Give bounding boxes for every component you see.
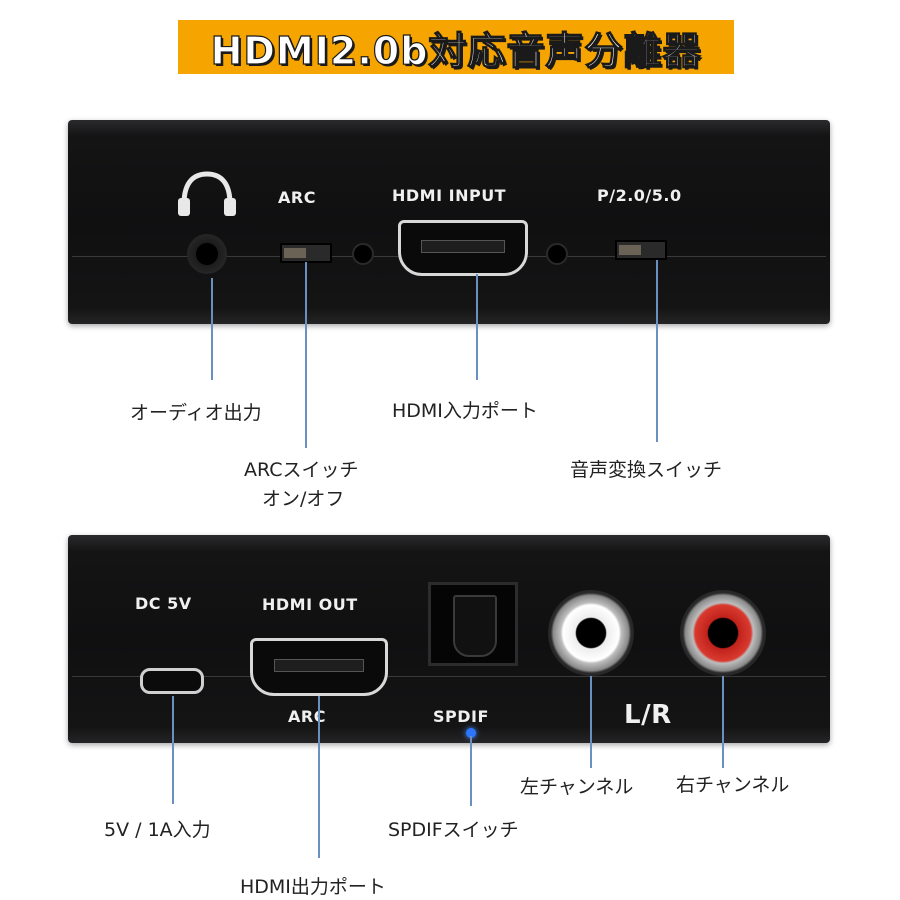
spdif-label: SPDIF [433,707,489,726]
micro-usb-port [140,668,204,694]
front-led-left [352,243,374,265]
callout-line-spdif [470,736,472,806]
front-arc-label: ARC [278,188,316,207]
hdmi-input-port [398,220,528,276]
dc-5v-label: DC 5V [135,594,192,613]
arc-switch[interactable] [280,243,332,263]
callout-line-arc-switch [305,262,307,448]
callout-hdmi-input-port: HDMI入力ポート [392,400,538,422]
callout-left-channel: 左チャンネル [520,776,634,798]
pcm-mode-label: P/2.0/5.0 [597,186,682,205]
callout-power-input: 5V / 1A入力 [104,819,211,841]
rear-arc-label: ARC [288,707,326,726]
headphone-icon [178,171,236,216]
lr-label: L/R [624,700,672,730]
callout-spdif-switch: SPDIFスイッチ [388,819,519,841]
callout-line-left-channel [590,676,592,768]
rear-panel-seam [72,676,826,677]
front-led-right [546,243,568,265]
spdif-blue-led [466,728,476,738]
callout-audio-mode-switch: 音声変換スイッチ [570,459,723,481]
hdmi-out-label: HDMI OUT [262,595,358,614]
callout-line-right-channel [722,676,724,768]
spdif-optical-port [428,582,518,666]
rca-right-red [680,590,766,676]
callout-arc-switch-line1: ARCスイッチ [244,459,359,481]
callout-audio-out: オーディオ出力 [130,402,262,424]
callout-right-channel: 右チャンネル [676,774,790,796]
callout-hdmi-output-port: HDMI出力ポート [240,876,386,898]
title-banner: HDMI2.0b対応音声分離器 [178,20,734,74]
callout-arc-switch-line2: オン/オフ [262,488,345,510]
callout-line-hdmi-input [476,274,478,380]
page-title: HDMI2.0b対応音声分離器 [210,28,702,73]
callout-line-audio-out [211,278,213,380]
audio-mode-switch[interactable] [615,240,667,260]
callout-line-hdmi-output [318,696,320,858]
callout-line-audio-mode [656,260,658,442]
callout-line-power [172,696,174,804]
hdmi-input-label: HDMI INPUT [392,186,507,205]
audio-out-jack [187,234,227,274]
rca-left-white [548,590,634,676]
hdmi-output-port [250,638,388,696]
